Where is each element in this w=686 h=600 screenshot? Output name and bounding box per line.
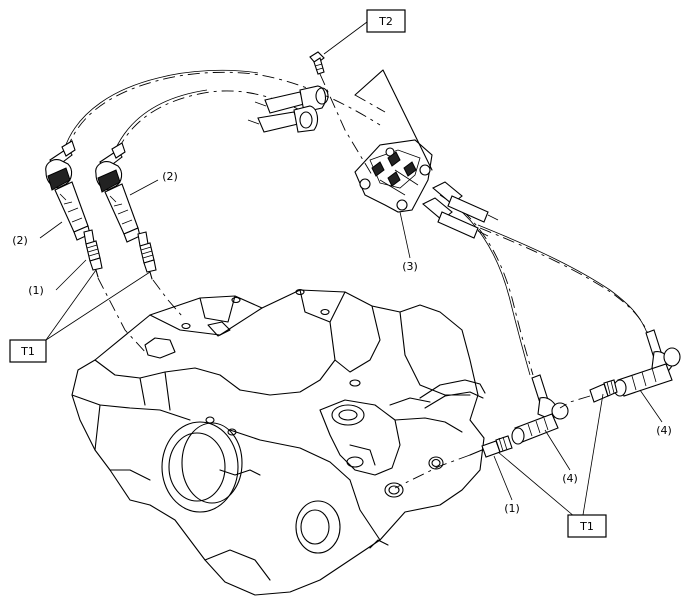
label-spark-plug-left: (1) [28, 284, 44, 297]
install-line [394, 454, 471, 489]
label-plug-cord-front: (4) [562, 472, 578, 485]
bolt-install-line [319, 73, 373, 176]
gasket-ring-inner [431, 458, 441, 468]
bracket-outline [354, 69, 433, 171]
gasket-ring [428, 456, 444, 470]
coil-bolt [309, 51, 325, 75]
gasket-ring [384, 482, 404, 498]
coil-cord-boot-upper [254, 85, 329, 114]
callout-t1-right-text: T1 [579, 520, 594, 533]
engine-block [71, 288, 486, 596]
callout-t2: T2 [366, 9, 406, 33]
plug-cord-rear [613, 329, 681, 397]
callout-t1-right: T1 [567, 514, 607, 538]
callout-t1-left: T1 [9, 339, 47, 363]
coil-cord-boot-right-lower [422, 197, 489, 239]
coil-cord-boot-lower [247, 105, 319, 133]
ignition-coil-left-outer [45, 140, 91, 241]
label-coil-left-outer: (2) [12, 234, 28, 247]
spark-plug-left-outer [83, 229, 103, 278]
plug-cord-front [511, 374, 569, 445]
coil-cord-boot-right-upper [432, 181, 499, 223]
label-spark-plug-right: (1) [504, 502, 520, 515]
install-line [559, 395, 591, 409]
ignition-coil-left-inner [95, 142, 141, 243]
spark-plug-right-rear [589, 379, 618, 403]
install-line [97, 277, 149, 356]
callout-t1-left-text: T1 [20, 345, 35, 358]
leader-lines [39, 21, 663, 518]
crank-pulley [161, 421, 243, 513]
spark-plug-right-front [469, 435, 513, 458]
install-line [152, 279, 183, 317]
label-plug-cord-rear: (4) [656, 424, 672, 437]
ignition-coil-pack [354, 139, 433, 213]
label-coil-left-inner: (2) [162, 170, 178, 183]
label-ignition-coil: (3) [402, 260, 418, 273]
callout-t2-text: T2 [378, 15, 393, 28]
spark-plug-cords [63, 69, 651, 376]
spark-plug-left-inner [137, 231, 157, 280]
gasket-ring-inner [388, 485, 400, 495]
cam-pulley [295, 500, 341, 554]
